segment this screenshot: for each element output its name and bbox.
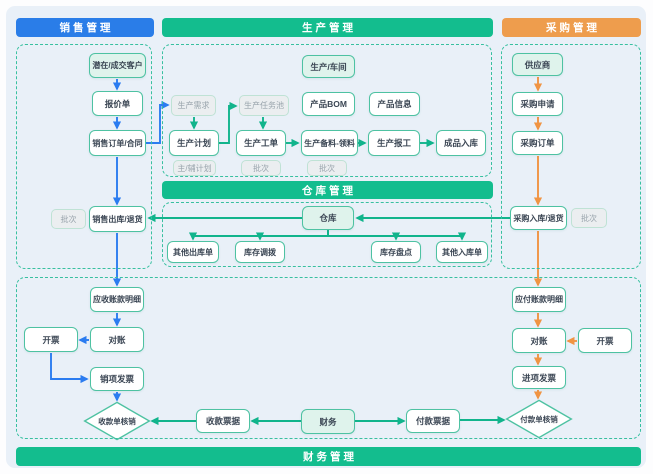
production-plan-node: 生产计划: [169, 130, 219, 156]
purchase-request-node: 采购申请: [512, 92, 563, 116]
product-bom-node: 产品BOM: [302, 92, 355, 116]
workshop-node: 生产/车间: [302, 55, 355, 78]
finance-management-header: 财务管理: [16, 447, 641, 466]
stock-take-node: 库存盘点: [371, 241, 421, 263]
reconciliation-left-node: 对账: [90, 327, 144, 352]
payment-verification-label: 付款单核销: [520, 414, 558, 424]
finance-node: 财务: [301, 409, 355, 434]
other-inbound-node: 其他入库单: [436, 241, 488, 263]
material-batch-node: 批次: [307, 160, 347, 176]
production-section-container: [162, 44, 492, 177]
diamond-shape: [506, 400, 572, 438]
main-aux-plan-node: 主/辅计划: [173, 160, 216, 176]
purchase-invoice-node: 进项发票: [512, 366, 566, 389]
invoicing-right-node: 开票: [578, 328, 632, 353]
sales-invoice-node: 销项发票: [90, 367, 144, 391]
sales-section-container: [16, 44, 152, 269]
sales-management-header: 销售管理: [16, 18, 154, 37]
invoicing-left-node: 开票: [24, 327, 78, 352]
sales-outbound-node: 销售出库/退货: [89, 206, 146, 232]
warehouse-node: 仓库: [302, 206, 354, 230]
finished-inbound-node: 成品入库: [436, 130, 486, 156]
purchase-order-node: 采购订单: [512, 131, 563, 155]
warehouse-section-container: [162, 202, 492, 267]
purchase-section-container: [501, 44, 641, 269]
purchase-inbound-node: 采购入库/退货: [510, 206, 567, 230]
task-pool-node: 生产任务池: [239, 95, 289, 116]
work-order-batch-node: 批次: [241, 160, 281, 176]
production-demand-node: 生产需求: [171, 95, 216, 116]
quotation-node: 报价单: [92, 91, 143, 116]
receivable-detail-node: 应收账款明细: [90, 287, 144, 312]
reconciliation-right-node: 对账: [512, 328, 566, 353]
sales-order-node: 销售订单/合同: [89, 130, 146, 156]
finance-section-container: [16, 277, 641, 439]
receipt-bill-node: 收款票据: [196, 409, 250, 433]
receipt-verification-node: 收款单核销: [84, 402, 150, 440]
potential-customer-node: 潜在/成交客户: [89, 53, 146, 78]
payable-detail-node: 应付账款明细: [512, 287, 566, 312]
payment-bill-node: 付款票据: [406, 409, 460, 433]
diamond-shape: [84, 402, 150, 440]
product-info-node: 产品信息: [369, 92, 420, 116]
stock-transfer-node: 库存调拨: [235, 241, 285, 263]
warehouse-management-header: 仓库管理: [162, 181, 493, 199]
receipt-verification-label: 收款单核销: [98, 416, 136, 426]
purchase-batch-node: 批次: [571, 208, 607, 228]
work-order-node: 生产工单: [236, 130, 286, 156]
other-outbound-node: 其他出库单: [167, 241, 219, 263]
purchase-management-header: 采购管理: [502, 18, 641, 37]
material-prep-node: 生产备料-领料: [301, 130, 358, 156]
production-management-header: 生产管理: [162, 18, 493, 37]
sales-batch-node: 批次: [51, 209, 86, 229]
payment-verification-node: 付款单核销: [506, 400, 572, 438]
supplier-node: 供应商: [512, 53, 563, 76]
work-report-node: 生产报工: [368, 130, 420, 156]
